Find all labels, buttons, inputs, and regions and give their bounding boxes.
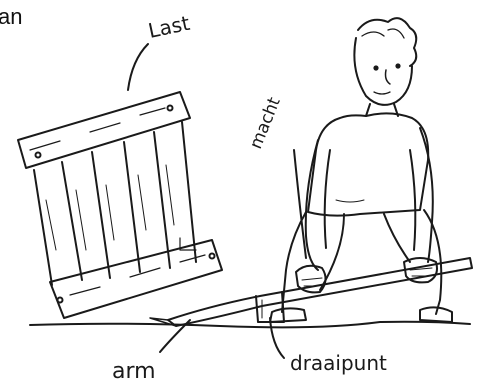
- fulcrum-leader-line: [270, 318, 284, 358]
- label-fulcrum: draaipunt: [290, 351, 387, 375]
- label-effort: macht: [246, 94, 285, 152]
- effort-leader-line: [294, 150, 306, 258]
- load-leader-line: [128, 44, 148, 90]
- crate: [18, 92, 222, 318]
- ground-line: [30, 322, 470, 328]
- label-arm: arm: [112, 359, 156, 384]
- label-load: Last: [146, 11, 192, 43]
- person: [270, 18, 452, 322]
